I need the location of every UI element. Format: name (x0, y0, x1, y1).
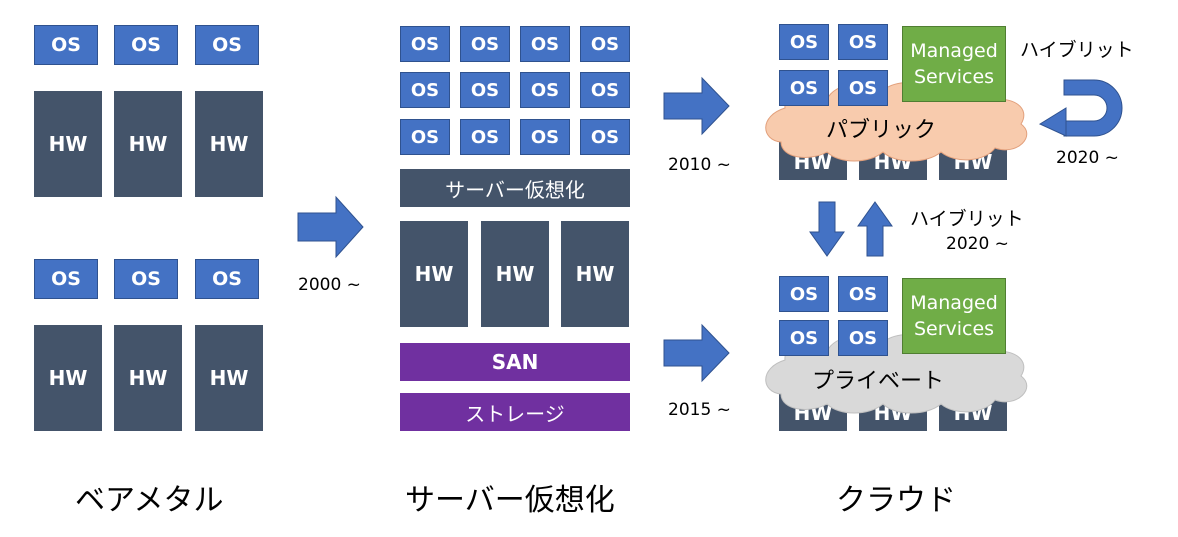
os-block: OS (838, 70, 888, 106)
year-label-2020-public: 2020 ~ (1056, 148, 1119, 168)
managed-services-box: Managed Services (902, 278, 1006, 354)
os-block: OS (400, 119, 450, 155)
os-block: OS (34, 25, 98, 65)
hw-block: HW (114, 91, 182, 197)
os-block: OS (580, 72, 630, 108)
public-cloud-label: パブリック (826, 118, 937, 143)
os-block: OS (520, 26, 570, 62)
storage-layer: ストレージ (400, 393, 630, 431)
arrow-down-icon (809, 201, 845, 257)
os-block: OS (838, 320, 888, 356)
os-block: OS (400, 72, 450, 108)
os-block: OS (195, 259, 259, 299)
hw-block: HW (561, 221, 629, 327)
year-label-2020-middle: 2020 ~ (946, 234, 1009, 254)
year-label-2000: 2000 ~ (298, 275, 361, 295)
server-virtualization-layer: サーバー仮想化 (400, 169, 630, 207)
hw-block: HW (400, 221, 468, 327)
os-block: OS (779, 320, 829, 356)
os-block: OS (580, 119, 630, 155)
u-turn-arrow-icon (1038, 79, 1123, 137)
year-label-2015: 2015 ~ (668, 400, 731, 420)
os-block: OS (460, 119, 510, 155)
hybrid-label-public: ハイブリット (1020, 39, 1134, 61)
arrow-right-icon (297, 195, 364, 259)
os-block: OS (779, 276, 829, 312)
arrow-right-icon (663, 323, 730, 383)
arrow-up-icon (857, 201, 893, 257)
os-block: OS (460, 72, 510, 108)
private-cloud-label: プライベート (812, 369, 945, 394)
caption-baremetal: ベアメタル (75, 483, 224, 518)
hw-block: HW (195, 325, 263, 431)
hw-block: HW (34, 91, 102, 197)
hw-block: HW (195, 91, 263, 197)
os-block: OS (400, 26, 450, 62)
hw-block: HW (34, 325, 102, 431)
os-block: OS (520, 72, 570, 108)
os-block: OS (114, 25, 178, 65)
caption-cloud: クラウド (836, 483, 956, 518)
hw-block: HW (481, 221, 549, 327)
arrow-right-icon (663, 76, 730, 136)
managed-services-label-line2: Services (913, 66, 995, 88)
os-block: OS (520, 119, 570, 155)
os-block: OS (195, 25, 259, 65)
year-label-2010: 2010 ~ (668, 155, 731, 175)
managed-services-label-line1: Managed (910, 40, 998, 62)
managed-services-label-line2: Services (913, 318, 995, 340)
os-block: OS (114, 259, 178, 299)
hw-block: HW (114, 325, 182, 431)
hybrid-label-middle: ハイブリット (910, 208, 1024, 230)
os-block: OS (779, 24, 829, 60)
os-block: OS (580, 26, 630, 62)
san-layer: SAN (400, 343, 630, 381)
os-block: OS (838, 276, 888, 312)
os-block: OS (34, 259, 98, 299)
os-block: OS (838, 24, 888, 60)
caption-virtualization: サーバー仮想化 (405, 483, 615, 518)
os-block: OS (779, 70, 829, 106)
managed-services-box: Managed Services (902, 26, 1006, 102)
managed-services-label-line1: Managed (910, 292, 998, 314)
os-block: OS (460, 26, 510, 62)
